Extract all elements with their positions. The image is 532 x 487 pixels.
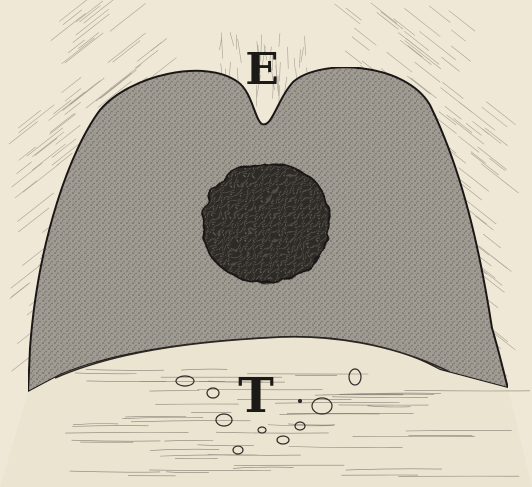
vesicle-dot <box>299 400 302 403</box>
label-t: T <box>238 368 274 424</box>
label-e: E <box>245 44 279 95</box>
central-dark-mass <box>202 164 330 282</box>
